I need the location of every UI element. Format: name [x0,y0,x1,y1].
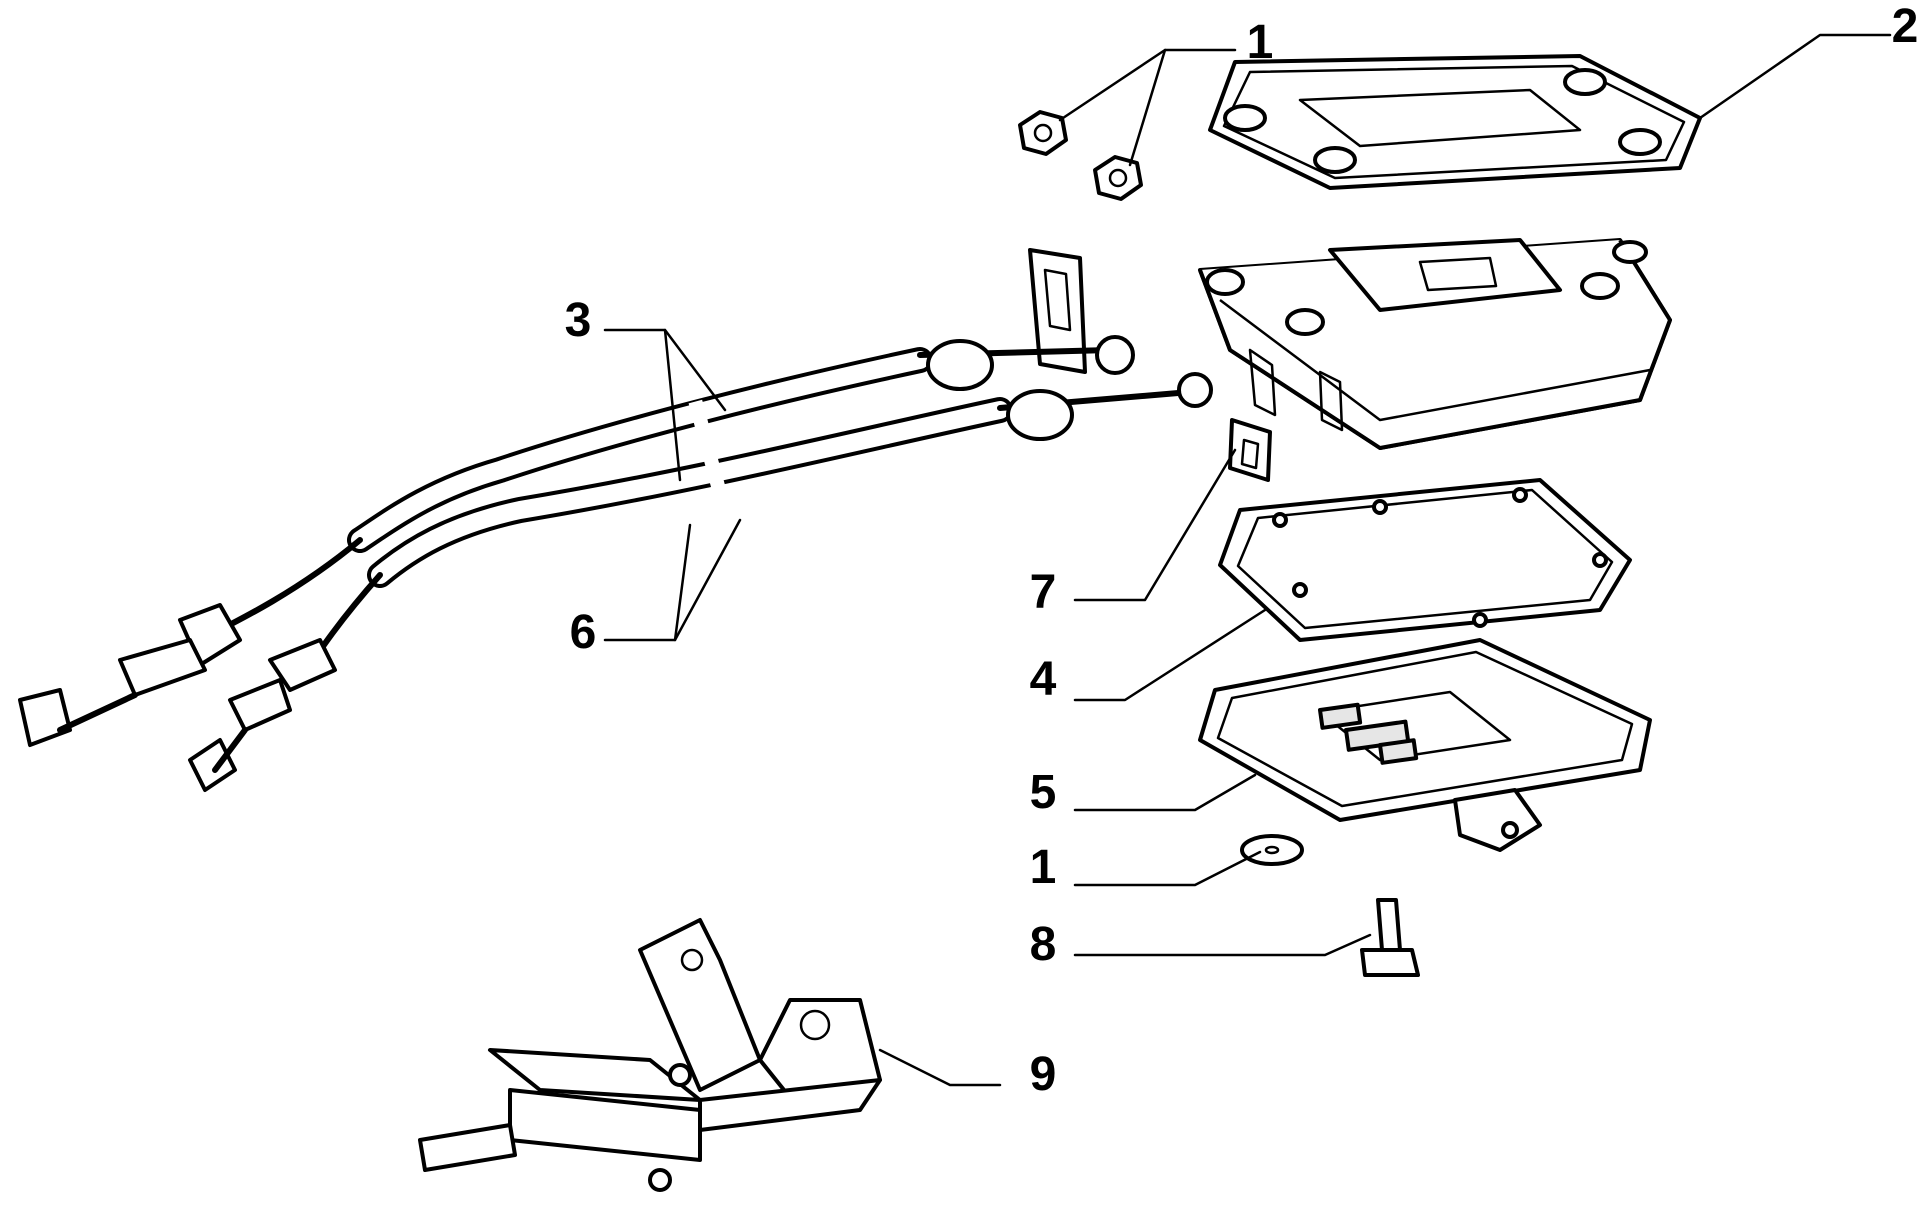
callout-8: 8 [1030,918,1057,971]
part-top-cover-plate [1208,54,1702,190]
callout-1-bottom: 1 [1030,841,1057,894]
part-selector-housing [1198,238,1672,450]
part-gasket [1218,478,1632,642]
leader-lines [603,33,1892,1087]
callout-3: 3 [565,294,592,347]
callout-6: 6 [570,606,597,659]
callout-7: 7 [1030,566,1057,619]
part-base-plate [1198,638,1652,852]
part-washer [1240,834,1304,866]
callout-labels: 1 2 3 6 7 4 5 1 8 9 [565,0,1919,1101]
callout-1-top: 1 [1247,16,1274,69]
part-nut-top-left [1018,110,1068,156]
callout-2: 2 [1892,0,1919,53]
part-mounting-bracket [418,918,882,1192]
part-gear-cables [18,335,1213,792]
callout-5: 5 [1030,766,1057,819]
callout-9: 9 [1030,1048,1057,1101]
callout-4: 4 [1030,653,1057,706]
part-cable-clip [1028,248,1087,374]
part-retaining-clip [1228,418,1272,482]
part-nut-top-right [1093,155,1143,201]
part-bolt [1360,898,1420,977]
